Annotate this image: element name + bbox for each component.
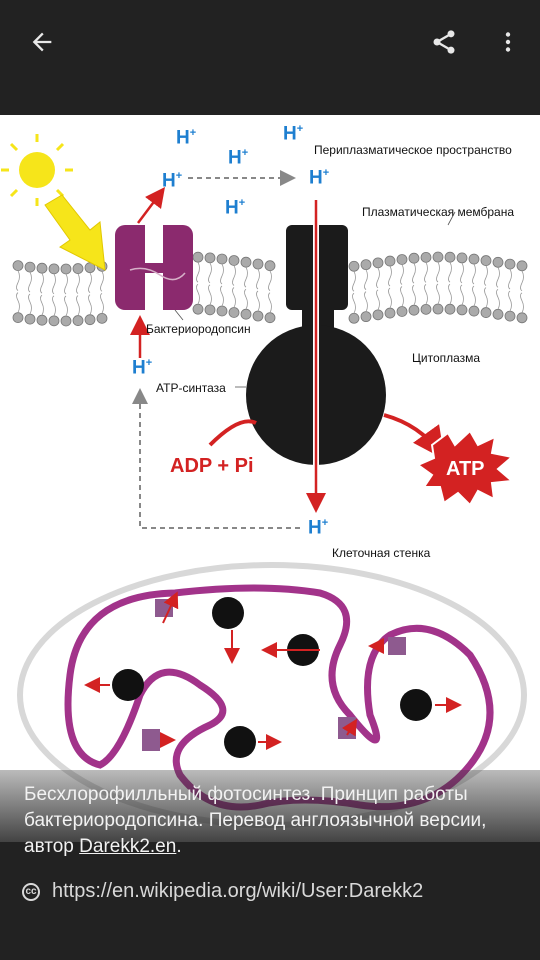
cell-wall-label: Клеточная стенка — [332, 546, 431, 560]
caption-text: Бесхлорофилльный фотосинтез. Принцип раб… — [24, 784, 487, 857]
proton-label: H+ — [162, 170, 183, 192]
light-arrow — [44, 194, 106, 271]
cc-icon: cc — [22, 882, 40, 901]
membrane-label: Плазматическая мембрана — [362, 205, 515, 219]
proton-label: H+ — [283, 123, 304, 145]
share-icon — [433, 30, 455, 54]
bacteriorhodopsin-diagram — [1, 134, 528, 828]
atp-synthase-label: ATP-синтаза — [156, 381, 226, 395]
proton-label: H+ — [228, 147, 249, 169]
proton-label: H+ — [132, 357, 153, 379]
membrane-lipids — [12, 251, 528, 327]
more-options-button[interactable] — [486, 20, 530, 64]
cell-membrane — [64, 584, 494, 811]
proton-label: H+ — [309, 167, 330, 189]
periplasm-label: Периплазматическое пространство — [314, 143, 512, 157]
proton-label: H+ — [176, 127, 197, 149]
author-link[interactable]: Darekk2.en — [79, 836, 177, 857]
proton-label: H+ — [225, 197, 246, 219]
bacteriorhodopsin-protein — [115, 225, 193, 310]
caption-end: . — [176, 836, 182, 857]
image-caption: Бесхлорофилльный фотосинтез. Принцип раб… — [24, 782, 524, 860]
arrow-left-icon — [32, 32, 52, 52]
sun-icon — [1, 134, 73, 206]
bacteriorhodopsin-label: Бактериородопсин — [146, 322, 251, 336]
adp-pi-label: ADP + Pi — [170, 455, 254, 477]
license-row[interactable]: cc https://en.wikipedia.org/wiki/User:Da… — [22, 880, 423, 903]
top-toolbar — [0, 0, 540, 84]
figure-image[interactable]: H+ H+ H+ H+ H+ H+ H+ H+ Периплазматическ… — [0, 115, 540, 842]
caption-overlay — [0, 770, 540, 842]
more-vertical-icon — [505, 32, 511, 52]
license-url[interactable]: https://en.wikipedia.org/wiki/User:Darek… — [52, 880, 424, 902]
cytoplasm-label: Цитоплазма — [412, 351, 481, 365]
atp-star — [415, 429, 515, 507]
atp-label: ATP — [446, 458, 485, 480]
proton-label: H+ — [308, 517, 329, 539]
back-button[interactable] — [20, 20, 64, 64]
share-button[interactable] — [422, 20, 466, 64]
